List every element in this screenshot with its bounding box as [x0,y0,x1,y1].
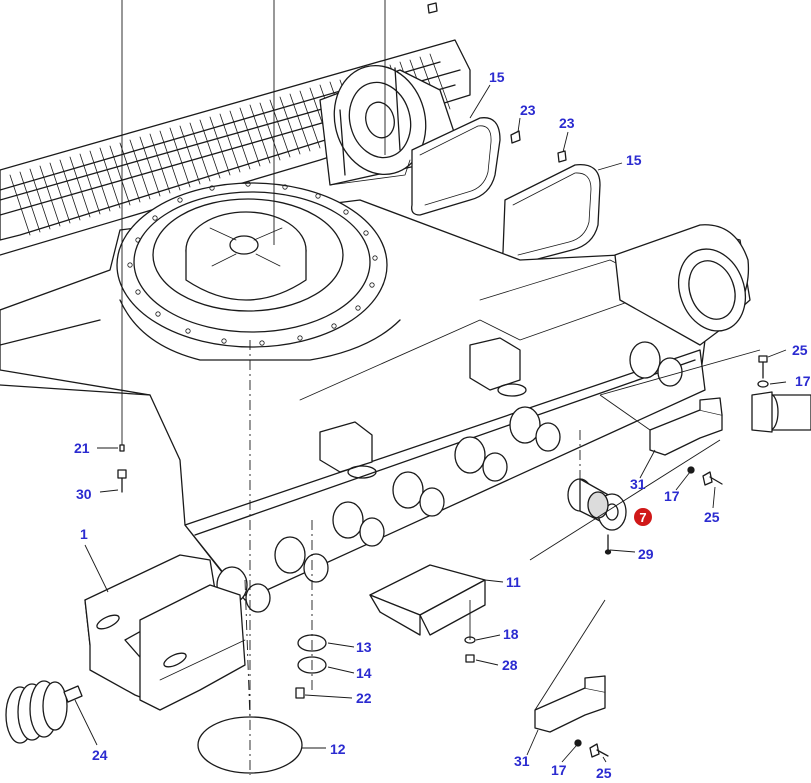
callout-25-lower: 25 [596,765,612,781]
callout-23-lower: 23 [559,115,575,131]
bracket-11 [369,564,486,636]
carrier-roller-item-7 [567,478,627,531]
callout-21: 21 [74,440,90,456]
callout-15-lower: 15 [626,152,642,168]
bracket-31-lower [534,675,606,733]
bracket-31-upper [649,397,723,456]
callout-31-lower: 31 [514,753,530,769]
sprocket-cover-lower [501,164,601,266]
callout-31-upper: 31 [630,476,646,492]
callout-23-upper: 23 [520,102,536,118]
callout-7: 7 [639,510,646,525]
callout-15-upper: 15 [489,69,505,85]
callout-14: 14 [356,665,372,681]
callout-17-lower: 17 [551,762,567,778]
callout-25-top: 25 [792,342,808,358]
callout-22: 22 [356,690,372,706]
sprocket-cover-upper [411,117,501,216]
callout-29: 29 [638,546,654,562]
callout-17-mid: 17 [664,488,680,504]
callout-25-mid: 25 [704,509,720,525]
highlight-marker-icon [634,508,652,526]
highlighted-callout-7[interactable]: 7 [634,508,652,526]
callout-12: 12 [330,741,346,757]
callout-leaders [74,84,787,763]
roller-shaft-right [751,391,811,433]
track-frame-front-legs [84,554,246,711]
callout-11: 11 [506,574,521,590]
callout-18: 18 [503,626,519,642]
assembly-center-lines [121,0,761,775]
fasteners [117,2,769,758]
track-frame [0,181,751,601]
callout-1: 1 [80,526,88,542]
recoil-spring [5,680,83,744]
callout-28: 28 [502,657,518,673]
callout-17-top: 17 [795,373,811,389]
callout-13: 13 [356,639,372,655]
callout-30: 30 [76,486,92,502]
track-rollers [216,341,683,613]
callout-labels: 15 23 23 15 25 17 21 30 31 17 25 29 1 11… [74,69,811,781]
callout-24: 24 [92,747,108,763]
